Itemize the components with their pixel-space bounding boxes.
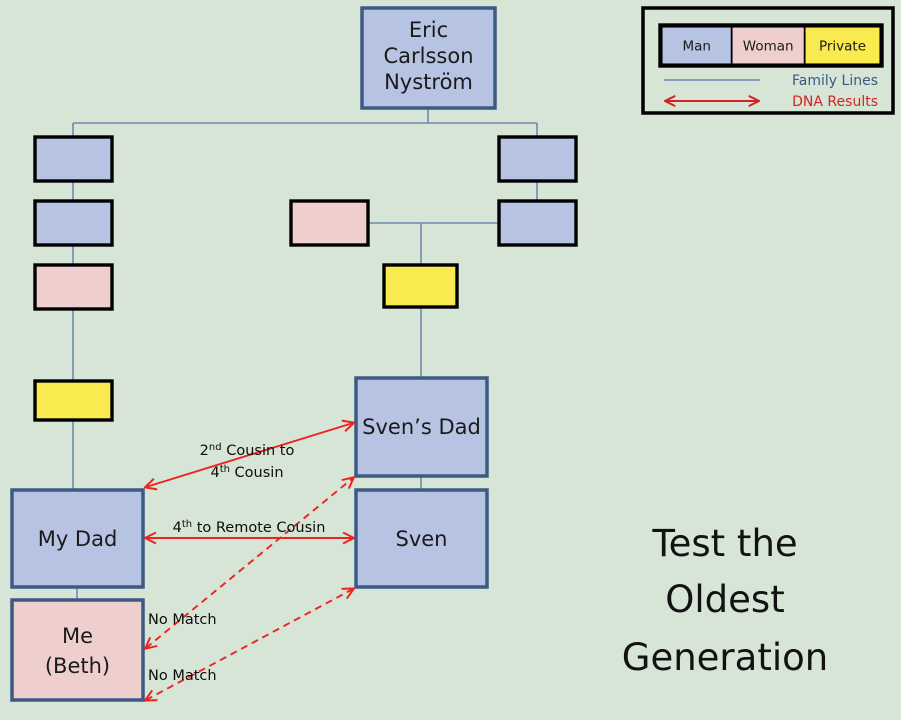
node-me-line-1: Me [62, 624, 93, 648]
dna-label-sup-th-a: th [220, 464, 230, 475]
node-sven[interactable]: Sven [354, 488, 489, 589]
legend-swatch-private-label: Private [819, 39, 866, 55]
legend-swatch-man[interactable]: Man [660, 25, 733, 66]
dna-arrows-group [146, 423, 353, 700]
legend-swatch-woman[interactable]: Woman [730, 25, 806, 66]
dna-label-ordinal-2: 2 [200, 443, 209, 459]
node-left-gen2-man[interactable] [33, 199, 114, 247]
dna-label-rest-2: Cousin [230, 465, 284, 481]
annotation-line-3: Generation [622, 636, 828, 679]
legend-swatch-woman-label: Woman [743, 39, 794, 55]
dna-label-rest-3: to Remote Cousin [192, 520, 325, 536]
node-sven-label: Sven [396, 527, 448, 551]
node-eric-carlsson-nystrom[interactable]: Eric Carlsson Nyström [360, 6, 497, 110]
dna-arrow-no-match-svens-dad[interactable] [146, 478, 353, 648]
node-svens-dad[interactable]: Sven’s Dad [354, 376, 489, 478]
dna-label-no-match-upper: No Match [148, 612, 217, 628]
legend: Man Woman Private Family Lines DNA Resul… [641, 6, 895, 115]
legend-swatch-group-border [658, 23, 884, 68]
node-my-dad[interactable]: My Dad [10, 488, 145, 589]
legend-swatch-private[interactable]: Private [803, 25, 882, 66]
node-left-gen3-woman[interactable] [33, 263, 114, 311]
node-eric-line-1: Eric [409, 18, 448, 42]
node-me-beth[interactable]: Me (Beth) [10, 598, 145, 702]
annotation-line-1: Test the [651, 522, 797, 565]
legend-family-lines-label: Family Lines [792, 73, 878, 89]
annotation-test-oldest-generation: Test the Oldest Generation [622, 522, 828, 679]
node-middle-private[interactable] [382, 263, 459, 309]
dna-label-no-match-lower: No Match [148, 668, 217, 684]
dna-label-sup-nd: nd [209, 442, 222, 453]
dna-labels-group: 2nd Cousin to 4th Cousin 4th to Remote C… [148, 442, 325, 684]
legend-dna-results-label: DNA Results [792, 94, 878, 110]
node-svens-dad-label: Sven’s Dad [362, 415, 481, 439]
dna-label-ordinal-4a: 4 [210, 465, 219, 481]
dna-label-4th-remote-cousin: 4th to Remote Cousin [173, 519, 326, 536]
node-my-dad-label: My Dad [38, 527, 118, 551]
dna-label-2nd-cousin-line-1: 2nd Cousin to [200, 442, 295, 459]
node-eric-line-2: Carlsson [383, 44, 473, 68]
dna-label-sup-th-b: th [182, 519, 192, 530]
legend-swatch-man-label: Man [682, 39, 710, 55]
node-right-gen1-man[interactable] [497, 135, 578, 183]
node-eric-line-3: Nyström [384, 70, 473, 94]
dna-label-rest-1: Cousin to [222, 443, 295, 459]
node-left-gen4-private[interactable] [33, 379, 114, 422]
node-left-gen1-man[interactable] [33, 135, 114, 183]
person-boxes-group: Eric Carlsson Nyström Sven’s Dad Sven [10, 6, 578, 702]
node-right-gen2-man[interactable] [497, 199, 578, 247]
dna-label-2nd-cousin-line-2: 4th Cousin [210, 464, 283, 481]
node-middle-spouse-woman[interactable] [289, 199, 370, 247]
node-me-line-2: (Beth) [45, 654, 110, 678]
dna-label-ordinal-4b: 4 [173, 520, 182, 536]
annotation-line-2: Oldest [665, 578, 784, 621]
dna-arrow-no-match-sven[interactable] [146, 589, 353, 700]
family-lines-group [72, 108, 538, 600]
